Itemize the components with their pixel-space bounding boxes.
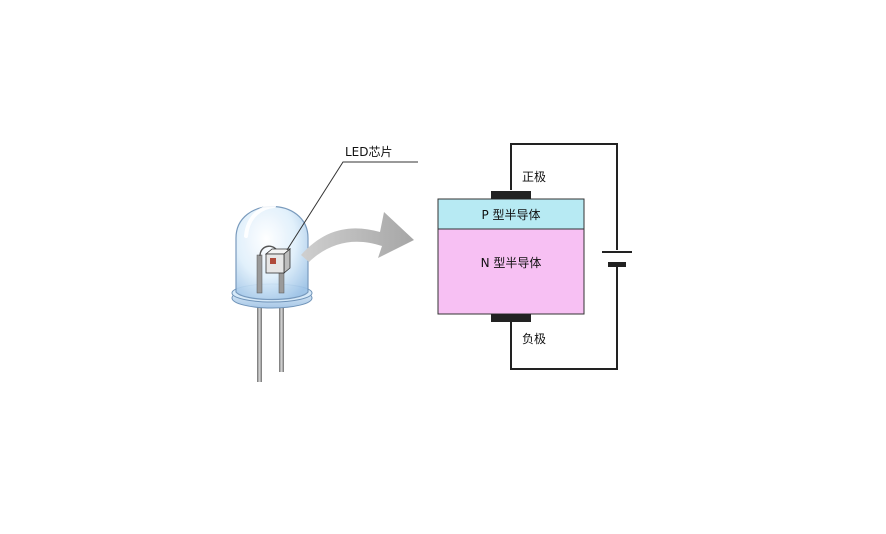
cathode-electrode: [491, 314, 531, 322]
p-type-label: P 型半导体: [481, 208, 540, 222]
n-type-layer: [437, 228, 585, 315]
led-chip: [264, 248, 292, 274]
led-leg-cathode: [279, 296, 284, 372]
anode-electrode: [491, 191, 531, 199]
chip-label: LED芯片: [345, 145, 393, 159]
led-leg-anode: [257, 296, 262, 382]
chip-callout: LED芯片: [286, 145, 418, 251]
pn-junction: P 型半导体 N 型半导体 正极 负极: [437, 170, 585, 346]
circuit: [510, 143, 632, 370]
chip-leader-line: [286, 161, 418, 251]
led-component: [231, 204, 313, 382]
transition-arrow: [301, 212, 414, 262]
led-post-left: [256, 254, 263, 294]
n-type-label: N 型半导体: [481, 256, 542, 270]
wire-bottom: [510, 267, 618, 370]
wire-top: [510, 143, 618, 250]
cathode-label: 负极: [522, 332, 546, 346]
p-type-layer: [437, 198, 585, 230]
battery-symbol: [602, 251, 632, 267]
led-post-right: [278, 271, 285, 294]
anode-label: 正极: [522, 170, 546, 184]
